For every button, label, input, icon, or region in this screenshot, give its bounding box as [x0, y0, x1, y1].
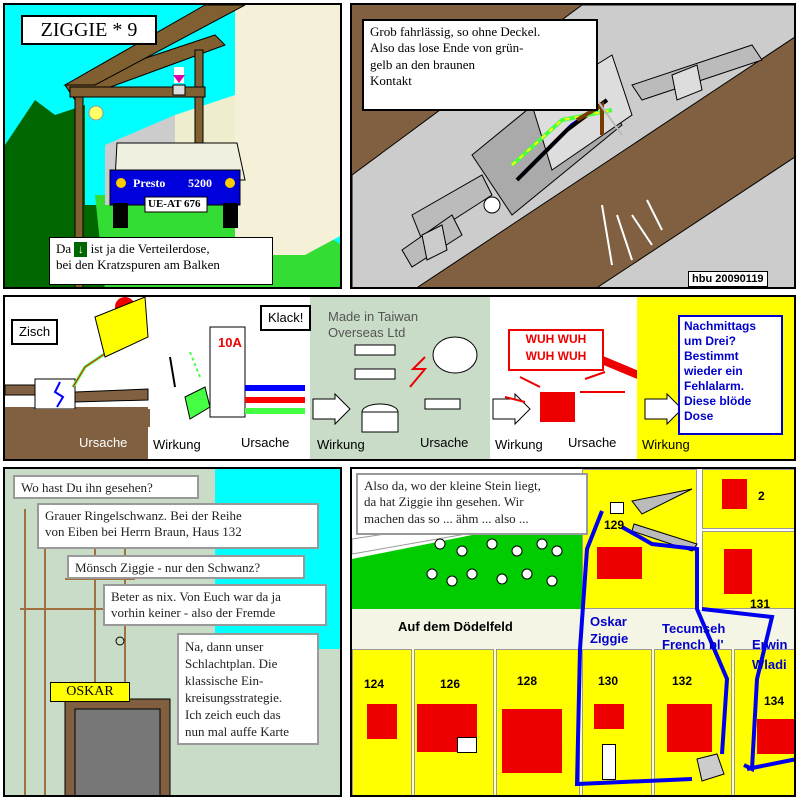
thought-line: Fehlalarm.	[684, 379, 745, 393]
arrow-down-icon: ↓	[74, 242, 88, 257]
bubble-line: Also das lose Ende von grün-	[370, 40, 524, 56]
label-ziggie: Ziggie	[590, 631, 629, 646]
map-lot	[702, 469, 794, 529]
alarm-line: WUH WUH	[525, 349, 587, 363]
map-house	[667, 704, 712, 752]
label-oskar: Oskar	[590, 614, 627, 629]
bubble-line: kreisungsstrategie.	[185, 690, 283, 705]
bubble-where: Wo hast Du ihn gesehen?	[13, 475, 199, 499]
lot-number: 2	[758, 489, 765, 503]
map-lot	[702, 531, 794, 609]
bubble-line: Beter as nix. Von Euch war da ja	[111, 589, 281, 604]
map-house	[757, 719, 794, 754]
thought-bubble: Nachmittags um Drei? Bestimmt wieder ein…	[678, 315, 783, 435]
lot-number: 124	[364, 677, 385, 691]
map-paths	[574, 488, 794, 787]
label-tecumseh: Tecumseh	[662, 621, 726, 636]
bubble-line: von Eiben bei Herrn Braun, Haus 132	[45, 524, 242, 540]
bubble-line: Schlachtplan. Die	[185, 656, 278, 671]
signature: hbu 20090119	[688, 271, 768, 287]
bubble-grey-tail: Grauer Ringelschwanz. Bei der Reihe von …	[37, 503, 319, 549]
map-shed	[610, 502, 624, 514]
panel-junction-box: Grob fahrlässig, so ohne Deckel. Also da…	[350, 3, 796, 289]
bubble-plan: Na, dann unser Schlachtplan. Die klassis…	[177, 633, 319, 745]
plate-brand: Presto	[133, 176, 166, 190]
alarm-line: WUH WUH	[525, 332, 587, 346]
panel-carport: ZIGGIE * 9 Presto 5200 UE-AT 676 Da ↓ is…	[3, 3, 342, 289]
lot-number: 128	[517, 674, 538, 688]
panel-map: Also da, wo der kleine Stein liegt, da h…	[350, 467, 796, 797]
thought-line: um Drei?	[684, 334, 737, 348]
label-french: French bl'	[662, 637, 724, 652]
map-house	[502, 709, 562, 773]
panel-planning: OSKAR Wo hast Du ihn gesehen? Grauer Rin…	[3, 467, 342, 797]
thought-line: Diese blöde	[684, 394, 752, 408]
label-wirkung-4: Wirkung	[642, 437, 690, 452]
caption-box: Da ↓ ist ja die Verteilerdose, bei den K…	[49, 237, 273, 285]
bubble-better: Beter as nix. Von Euch war da ja vorhin …	[103, 584, 327, 626]
caption-text-1: ist ja die Verteilerdose,	[90, 241, 210, 256]
plate-top-number: 5200	[188, 176, 212, 190]
label-ursache-4: Ursache	[568, 435, 617, 450]
bubble-line: gelb an den braunen	[370, 56, 476, 72]
map-house	[367, 704, 397, 739]
klack-bubble: Klack!	[260, 305, 312, 332]
bubble-line: klassische Ein-	[185, 673, 264, 688]
bubble-line: Grob fahrlässig, so ohne Deckel.	[370, 24, 541, 39]
map-shed	[602, 744, 616, 780]
thought-line: wieder ein	[684, 364, 743, 378]
map-shed	[457, 737, 477, 753]
bubble-line: Ich zeich euch das	[185, 707, 281, 722]
speech-bubble: Grob fahrlässig, so ohne Deckel. Also da…	[362, 19, 598, 111]
map-speech-bubble: Also da, wo der kleine Stein liegt, da h…	[356, 473, 588, 535]
title-box: ZIGGIE * 9	[21, 15, 157, 45]
bubble-line: nun mal auffe Karte	[185, 724, 290, 739]
oskar-sign: OSKAR	[50, 682, 130, 702]
label-wirkung-3: Wirkung	[495, 437, 543, 452]
map-house	[597, 547, 642, 579]
taiwan-label-2: Overseas Ltd	[328, 325, 406, 340]
label-erwin: Erwin	[752, 637, 788, 652]
label-wirkung-1: Wirkung	[153, 437, 201, 452]
taiwan-label-1: Made in Taiwan	[328, 309, 419, 324]
map-lot	[582, 649, 652, 795]
lot-number: 126	[440, 677, 461, 691]
label-ursache-2: Ursache	[241, 435, 290, 450]
label-wirkung-2: Wirkung	[317, 437, 365, 452]
panel-cause-effect-strip: Zisch Klack! 10A Made in Taiwan Overseas…	[3, 295, 796, 461]
label-ursache-1: Ursache	[79, 435, 128, 450]
zisch-bubble: Zisch	[11, 319, 59, 346]
label-ursache-3: Ursache	[420, 435, 469, 450]
bubble-line: Kontakt	[370, 72, 412, 88]
map-house	[594, 704, 624, 729]
bubble-line: Grauer Ringelschwanz. Bei der Reihe	[45, 508, 242, 523]
bubble-line: vorhin keiner - also der Fremde	[111, 605, 276, 621]
caption-da: Da	[56, 241, 72, 256]
thought-line: Bestimmt	[684, 349, 739, 363]
thought-line: Nachmittags	[684, 319, 757, 333]
alarm-bubble: WUH WUH WUH WUH	[508, 329, 604, 371]
lot-number: 130	[598, 674, 619, 688]
bubble-line: Also da, wo der kleine Stein liegt,	[364, 478, 541, 493]
map-house	[724, 549, 752, 594]
thought-line: Dose	[684, 409, 714, 423]
bubble-line: da hat Ziggie ihn gesehen. Wir	[364, 494, 524, 510]
caption-text-2: bei den Kratzspuren am Balken	[56, 257, 220, 273]
lot-number: 132	[672, 674, 693, 688]
map-house	[722, 479, 747, 509]
fuse-label: 10A	[218, 335, 242, 350]
label-wladi: Wladi	[752, 657, 787, 672]
bubble-line: machen das so ... ähm ... also ...	[364, 510, 529, 526]
license-plate: UE-AT 676	[148, 198, 201, 210]
lot-number: 129	[604, 518, 625, 532]
lot-number: 134	[764, 694, 785, 708]
street-name: Auf dem Dödelfeld	[398, 619, 513, 634]
bubble-only-tail: Mönsch Ziggie - nur den Schwanz?	[67, 555, 305, 579]
lot-number: 131	[750, 597, 771, 611]
bubble-line: Na, dann unser	[185, 639, 264, 654]
